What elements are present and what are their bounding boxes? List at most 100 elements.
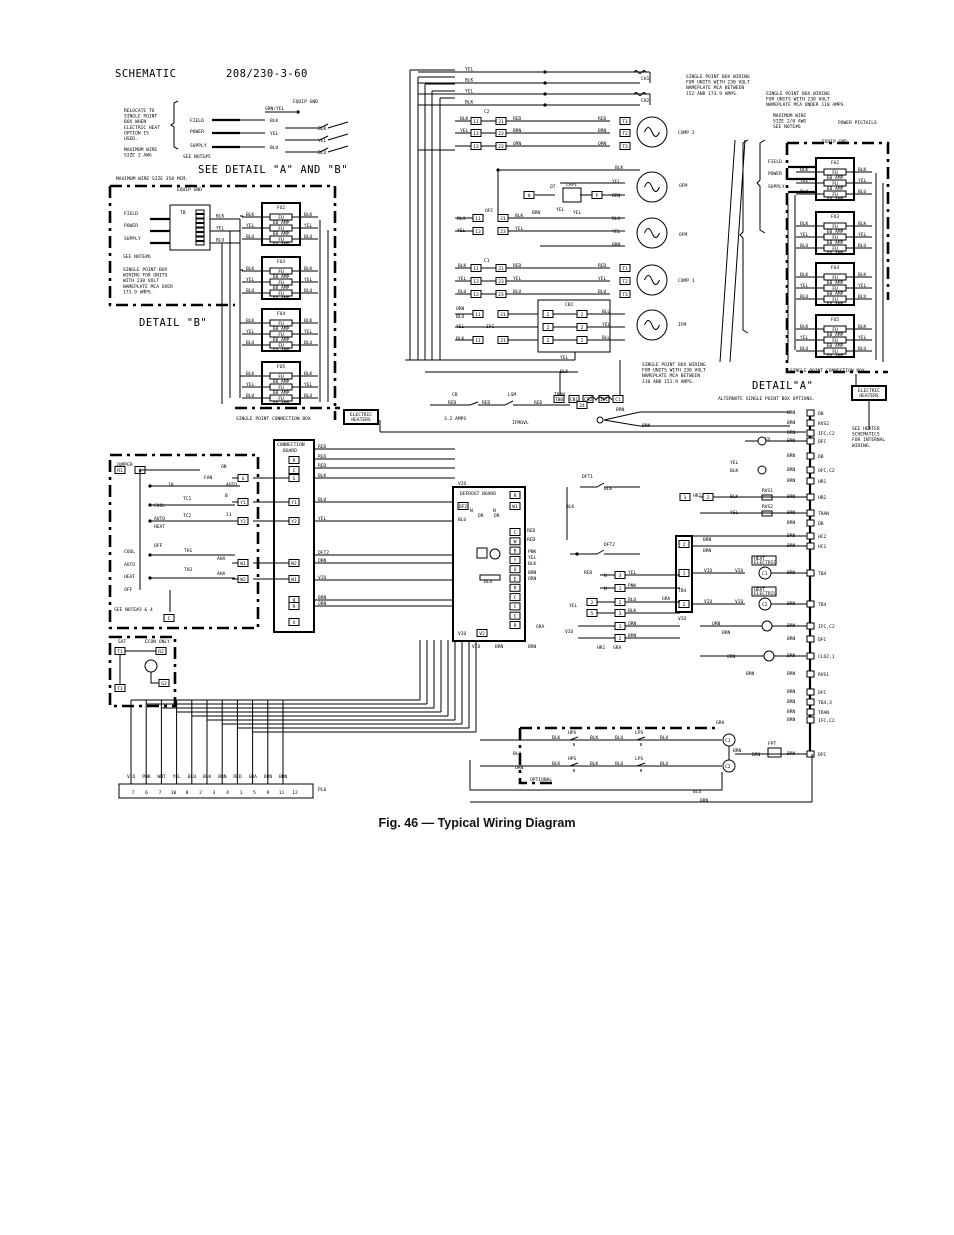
wire-label: YEL [556,207,565,213]
terminal-label: F [596,193,599,199]
coil-label: C2 [725,764,731,770]
terminal [114,466,126,474]
spb-note: FOR UNITS WITH 230 VOLT [642,368,706,374]
aha-label: AHA [217,571,226,577]
terminal [619,129,631,137]
brace [739,139,749,334]
terminal [195,223,205,228]
wire-label: VIO [318,575,327,581]
ofm-motor-1-winding [644,182,660,192]
wire-label: BLK [615,165,624,171]
heater-label: ELECTRIC [350,412,372,418]
wire-label: VIO [458,481,467,487]
wire-label: BLK [515,213,524,219]
fuse-amp: 60 AMP [273,326,290,332]
comp2-motor-winding [644,127,660,137]
wire-label: YEL [612,179,621,185]
terminal [509,611,521,620]
detail-a-label: DETAIL"A" [752,380,813,392]
heat-electric-label: HEAT [754,556,765,562]
wire-label: BRN [787,453,796,459]
terminal-label: T1 [622,266,628,272]
terminal [806,750,815,758]
fuse-label: FU5 [277,364,286,370]
terminal-label: 23 [500,229,506,235]
wire-label: RED [584,570,593,576]
wire-label: BLU [318,497,327,503]
fuse-label: FU4 [277,311,286,317]
coil-label: C1 [762,571,768,577]
max-wire-note: MAXIMUM WIRE [773,113,806,119]
jumper-label: JUMPER [116,462,133,468]
terminal [678,569,690,577]
hr2-label: HR2 [693,493,702,499]
lsm-label: LSM [508,392,517,398]
junction-dot [543,92,547,96]
terminal [619,277,631,285]
terminal [806,622,815,630]
heater-label: HEATERS [351,417,371,423]
qt-label: QT [550,184,556,190]
wire-label: BLU [800,346,809,352]
terminal [509,565,521,574]
tc-label: TC2 [183,513,192,519]
wire-label: BLK [246,371,255,377]
fuse-amp: 60 AMP [273,390,290,396]
terminal [806,429,815,437]
junction-dot [148,484,152,488]
wire-label: YEL [246,329,255,335]
wire-label: RED [527,528,536,534]
fuse-text: FU [278,269,284,275]
fuse-amp: 60 AMP [827,302,844,308]
terminal-label: R [514,493,517,499]
fuse-text: FU [832,235,838,241]
terminal-label: 23 [498,279,504,285]
thermostat-border [108,453,260,630]
fuse-amp: 60 AMP [273,379,290,385]
wire-label: BLU [598,289,607,295]
terminal-label: TRAN [818,511,829,517]
terminal-label: Y1 [291,500,297,506]
wire-label: YEL [858,232,867,238]
transformer [587,396,613,401]
wire-label: BLK [858,221,867,227]
terminal-label: DB [818,454,824,460]
terminal-label: R [514,586,517,592]
terminal-label: C [293,468,296,474]
terminal-label: 21 [498,266,504,272]
wire-label: BLU [858,243,867,249]
terminal-label: 13 [473,131,479,137]
terminal-label: 21 [500,216,506,222]
wire-label: ORN [513,141,522,147]
heater-label: ELECTRIC [858,388,880,394]
wire-label: BLU [602,335,611,341]
spcb-label: SINGLE POINT CONNECTION BOX [790,368,865,374]
terminal-label: TB0 [555,397,564,403]
wire [319,145,349,153]
terminal-label: H [528,193,531,199]
relocate-note: SINGLE POINT [124,114,157,120]
fuse-text: FU [278,332,284,338]
pl6-pin: 12 [292,790,298,796]
terminal-label: V2 [479,631,485,637]
wire-label: BLK [858,324,867,330]
fuse-amp: 60 AMP [273,285,290,291]
wire-label: BLU [858,294,867,300]
supply-label: SUPPLY [190,143,207,149]
terminal-label: R [293,604,296,610]
ifm-motor-winding [644,320,660,330]
terminal-label: IFC,C2 [818,718,835,724]
heat-electric-label-box [751,555,777,566]
detail-b-border [108,186,235,307]
wire-label: GRA [662,596,671,602]
terminal-label: Y [514,558,517,564]
terminal-label: 2 [581,312,584,318]
ifm-label: IFM [678,322,687,328]
wire-label: BLU [216,238,225,244]
power-label: POWER [768,171,782,177]
wire-label: YEL [465,89,474,95]
power-label: POWER [124,223,138,229]
wire-label: BLU [484,579,493,585]
fuse-label: FU2 [831,160,840,166]
fuse-text: FU [278,343,284,349]
